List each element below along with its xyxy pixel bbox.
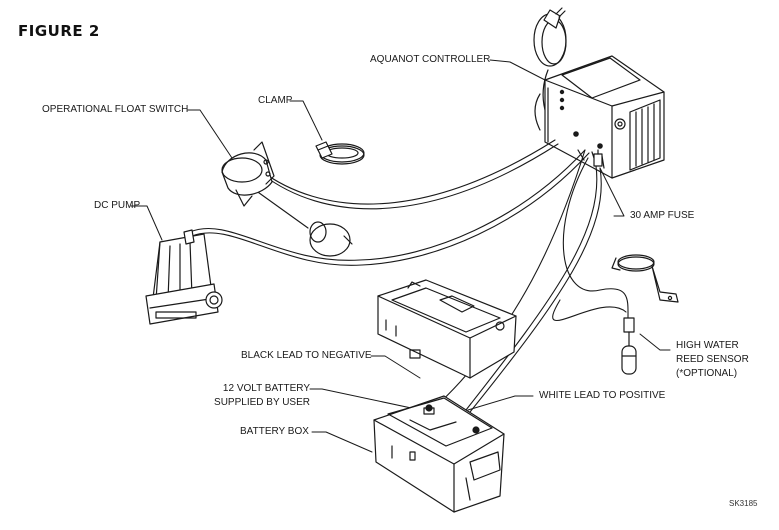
battery-box	[373, 395, 505, 513]
label-operational-float-switch: OPERATIONAL FLOAT SWITCH	[42, 104, 189, 115]
label-battery-box: BATTERY BOX	[240, 426, 309, 437]
label-reed-sensor-line2: REED SENSOR	[676, 354, 749, 365]
operational-float-switch	[221, 141, 353, 257]
battery-box-lid	[377, 279, 517, 379]
leader-lines	[130, 59, 671, 453]
wires	[189, 139, 629, 413]
label-dc-pump: DC PUMP	[94, 200, 141, 211]
high-water-reed-sensor	[611, 254, 679, 375]
aquanot-controller	[534, 55, 665, 179]
label-aquanot-controller: AQUANOT CONTROLLER	[370, 54, 491, 65]
figure-title: FIGURE 2	[18, 22, 100, 40]
label-white-lead: WHITE LEAD TO POSITIVE	[539, 390, 666, 401]
label-battery-line1: 12 VOLT BATTERY	[222, 383, 310, 394]
figure-code: SK3185	[729, 499, 758, 508]
power-cord-coil	[533, 7, 567, 111]
label-30-amp-fuse: 30 AMP FUSE	[630, 210, 695, 221]
label-battery-line2: SUPPLIED BY USER	[214, 397, 310, 408]
label-black-lead: BLACK LEAD TO NEGATIVE	[241, 350, 372, 361]
dc-pump	[145, 229, 223, 325]
label-reed-sensor-line1: HIGH WATER	[676, 340, 739, 351]
fuse	[593, 149, 603, 167]
label-clamp: CLAMP	[258, 95, 293, 106]
label-reed-sensor-line3: (*OPTIONAL)	[676, 368, 738, 379]
clamp	[315, 141, 365, 165]
